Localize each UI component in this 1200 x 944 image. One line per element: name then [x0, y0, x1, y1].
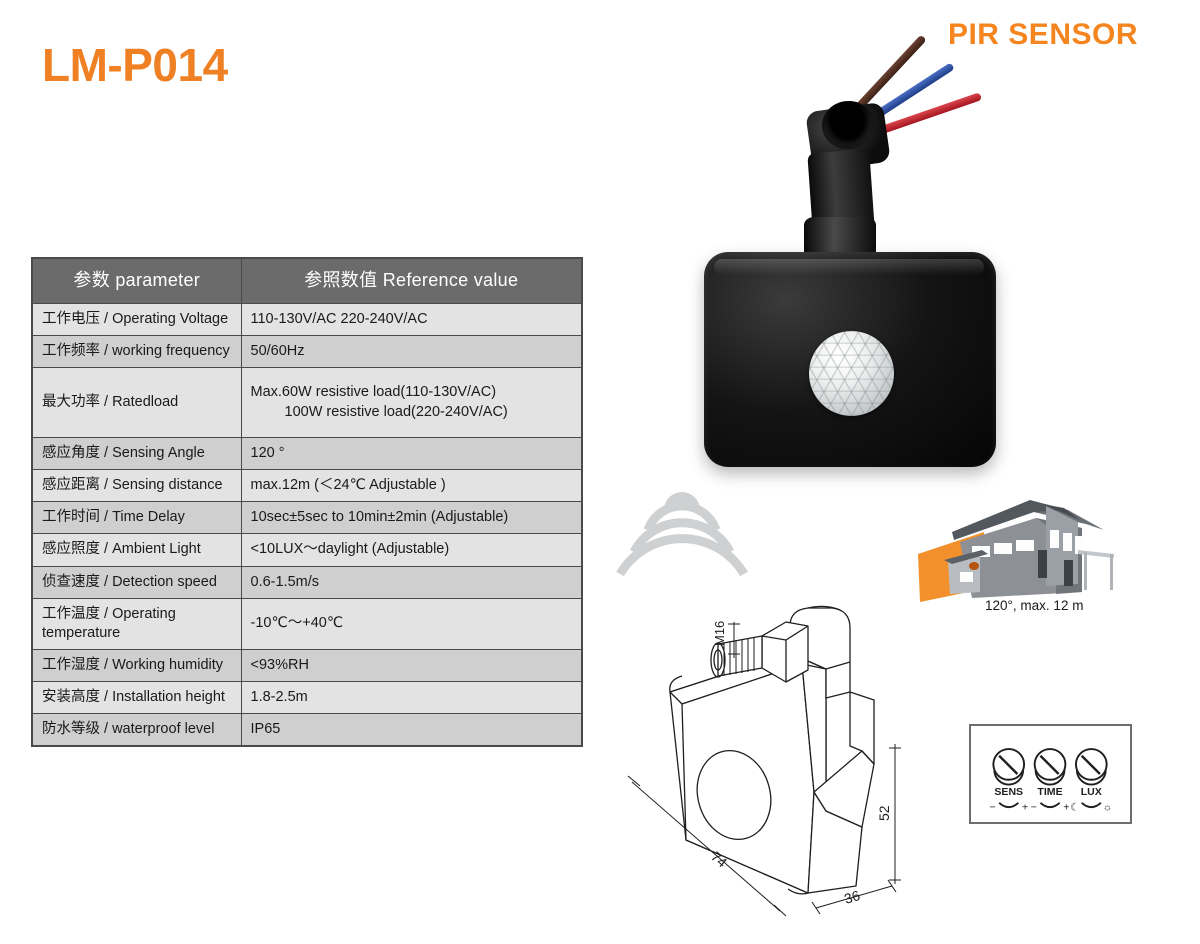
- product-photo: [690, 34, 1020, 485]
- knob-scale-arc: [993, 770, 1025, 786]
- knob-min-symbol: −: [1031, 801, 1037, 813]
- specification-table: 参数 parameter 参照数值 Reference value 工作电压 /…: [31, 257, 583, 748]
- table-header-row: 参数 parameter 参照数值 Reference value: [31, 257, 583, 304]
- section-heading: PIR SENSOR: [947, 18, 1138, 51]
- cell-parameter: 感应距离 / Sensing distance: [31, 469, 242, 503]
- adjustment-knob-panel: SENS−+TIME−+LUX☾☼: [969, 724, 1132, 824]
- knob-min-symbol: ☾: [1070, 801, 1079, 813]
- cell-parameter: 最大功率 / Ratedload: [31, 367, 242, 438]
- coverage-caption: 120°, max. 12 m: [985, 598, 1084, 613]
- cell-value: 10sec±5sec to 10min±2min (Adjustable): [240, 501, 583, 535]
- dimension-drawing: 74 52 36 M16: [627, 605, 901, 917]
- dimension-label-thread: M16: [712, 621, 727, 646]
- knob-range-sweep: [998, 802, 1019, 809]
- cell-value: <10LUX～daylight (Adjustable): [240, 533, 583, 567]
- knob-max-symbol: ☼: [1103, 801, 1113, 813]
- cell-value: 110-130V/AC 220-240V/AC: [240, 302, 583, 336]
- cell-parameter: 工作温度 / Operating temperature: [31, 597, 242, 650]
- cell-parameter: 工作电压 / Operating Voltage: [31, 302, 242, 336]
- cell-value: max.12m (＜24℃ Adjustable ): [240, 469, 583, 503]
- cell-parameter: 防水等级 / waterproof level: [31, 713, 242, 747]
- cell-parameter: 侦查速度 / Detection speed: [31, 565, 242, 599]
- table-row: 工作温度 / Operating temperature-10℃～+40℃: [31, 597, 583, 650]
- knob-max-symbol: +: [1022, 801, 1028, 813]
- knob-label-lux: LUX: [1081, 786, 1102, 798]
- cell-parameter: 安装高度 / Installation height: [31, 680, 242, 715]
- column-header-parameter: 参数 parameter: [31, 257, 242, 304]
- knob-range-sweep: [1081, 802, 1102, 809]
- cell-value: 0.6-1.5m/s: [240, 565, 583, 599]
- column-header-reference-value: 参照数值 Reference value: [240, 257, 583, 304]
- knob-slot: [998, 754, 1019, 775]
- cell-parameter: 感应照度 / Ambient Light: [31, 533, 242, 567]
- knob-range-sweep: [1039, 802, 1061, 809]
- cell-value: -10℃～+40℃: [240, 597, 583, 650]
- cell-value: 120 °: [240, 436, 583, 471]
- knob-scale-arc: [1075, 770, 1107, 786]
- cell-value: IP65: [240, 713, 583, 747]
- table-row: 工作湿度 / Working humidity<93%RH: [31, 648, 583, 683]
- knob-label-time: TIME: [1037, 786, 1062, 798]
- coverage-illustration: [918, 500, 1114, 602]
- cell-value: 1.8-2.5m: [240, 680, 583, 715]
- knob-scale-arc: [1034, 770, 1066, 786]
- cell-value: <93%RH: [240, 648, 583, 683]
- dimension-label-height: 52: [876, 805, 892, 821]
- knob-min-symbol: −: [989, 801, 995, 813]
- cell-parameter: 工作湿度 / Working humidity: [31, 648, 242, 683]
- table-row: 感应照度 / Ambient Light<10LUX～daylight (Adj…: [31, 533, 583, 567]
- cell-value-line-2: 100W resistive load(220-240V/AC): [284, 403, 508, 420]
- cell-parameter: 工作频率 / working frequency: [31, 334, 242, 369]
- cell-value: 50/60Hz: [240, 334, 583, 369]
- cell-parameter: 感应角度 / Sensing Angle: [31, 436, 242, 471]
- knob-max-symbol: +: [1063, 801, 1069, 813]
- cell-parameter: 工作时间 / Time Delay: [31, 501, 242, 535]
- page-title: LM-P014: [42, 39, 228, 91]
- fresnel-lens-dome: [809, 331, 894, 416]
- knob-slot: [1039, 754, 1060, 775]
- cell-value-line-1: Max.60W resistive load(110-130V/AC): [250, 384, 497, 401]
- dimension-label-depth: 36: [842, 887, 862, 907]
- knob-slot: [1080, 754, 1101, 775]
- signal-wave-icon: [616, 492, 748, 577]
- knob-label-sens: SENS: [994, 786, 1023, 798]
- cell-value: Max.60W resistive load(110-130V/AC) 100W …: [240, 367, 583, 438]
